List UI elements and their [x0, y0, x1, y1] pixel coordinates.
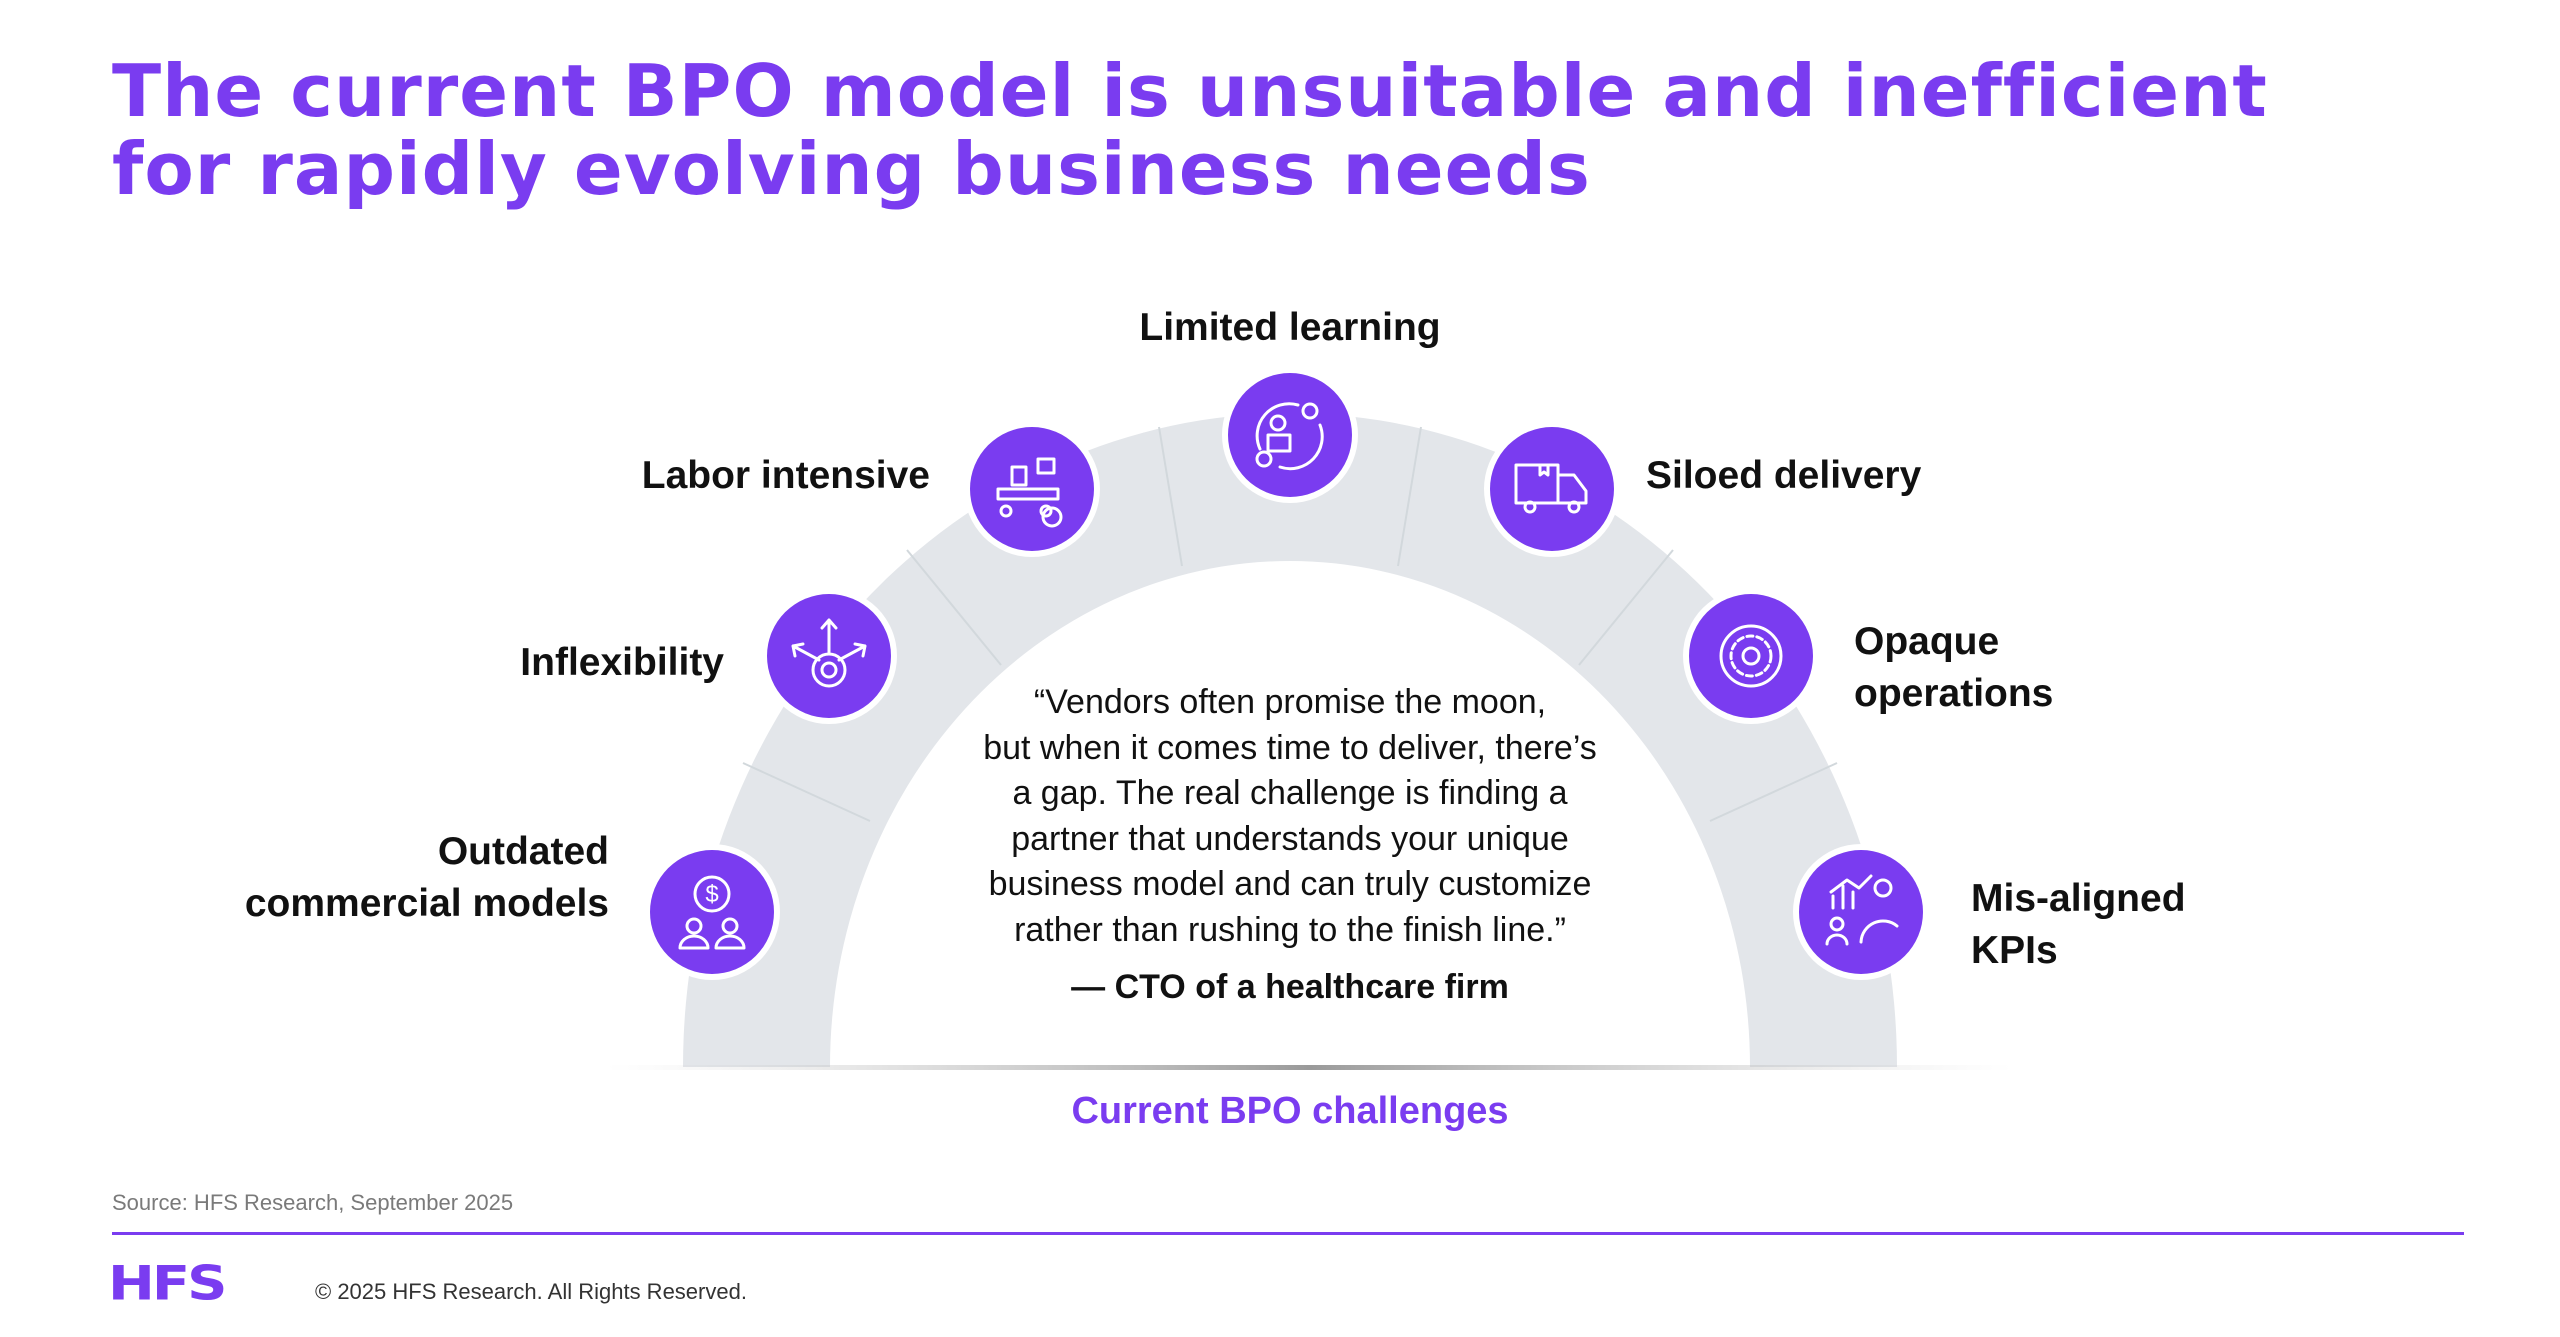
dollar-people-icon: $ [644, 844, 780, 980]
gear-cycle-icon [1683, 588, 1819, 724]
arch-dividers [742, 426, 1838, 822]
title-line-2: for rapidly evolving business needs [112, 127, 1591, 211]
label-line: KPIs [1971, 929, 2058, 972]
source-note: Source: HFS Research, September 2025 [112, 1190, 514, 1215]
label-line: commercial models [244, 882, 609, 925]
quote-line: a gap. The real challenge is finding a [1012, 774, 1568, 812]
title-line-1: The current BPO model is unsuitable and … [112, 49, 2268, 133]
customer-quote: “Vendors often promise the moon, but whe… [940, 680, 1640, 953]
label-outdated-commercial-models: Outdated commercial models [245, 826, 609, 930]
delivery-truck-icon [1484, 421, 1620, 557]
quote-line: “Vendors often promise the moon, [1033, 683, 1547, 721]
diagram-caption: Current BPO challenges [1071, 1090, 1509, 1132]
quote-line: business model and can truly customize [988, 865, 1592, 903]
kpi-chart-icon [1793, 844, 1929, 980]
quote-line: but when it comes time to deliver, there… [983, 728, 1597, 767]
quote-line: partner that understands your unique [1011, 819, 1569, 858]
learning-cycle-icon [1222, 367, 1358, 503]
label-misaligned-kpis: Mis-aligned KPIs [1971, 873, 2186, 977]
label-labor-intensive: Labor intensive [642, 450, 930, 502]
copyright: © 2025 HFS Research. All Rights Reserved… [315, 1279, 747, 1304]
conveyor-worker-icon [964, 421, 1100, 557]
label-opaque-operations: Opaque operations [1854, 616, 2053, 720]
gear-arrows-icon [761, 588, 897, 724]
label-line: Inflexibility [520, 641, 724, 684]
label-line: Limited learning [1139, 306, 1441, 349]
svg-text:$: $ [705, 881, 718, 908]
page-title: The current BPO model is unsuitable and … [112, 52, 2268, 208]
baseline-shadow [607, 1065, 2013, 1070]
quote-line: rather than rushing to the finish line.” [1014, 910, 1566, 949]
label-limited-learning: Limited learning [1090, 302, 1490, 354]
footer-divider [112, 1232, 2464, 1235]
arch-band [683, 413, 1897, 1068]
hfs-logo: HFS [108, 1255, 227, 1312]
label-line: Labor intensive [641, 454, 930, 497]
label-line: Siloed delivery [1646, 454, 1922, 497]
label-line: Opaque [1854, 620, 2000, 663]
label-siloed-delivery: Siloed delivery [1646, 450, 1921, 502]
label-line: Mis-aligned [1971, 877, 2186, 920]
label-inflexibility: Inflexibility [520, 637, 724, 689]
label-line: operations [1854, 672, 2054, 715]
quote-attribution: — CTO of a healthcare firm [1071, 968, 1509, 1006]
label-line: Outdated [437, 830, 609, 873]
